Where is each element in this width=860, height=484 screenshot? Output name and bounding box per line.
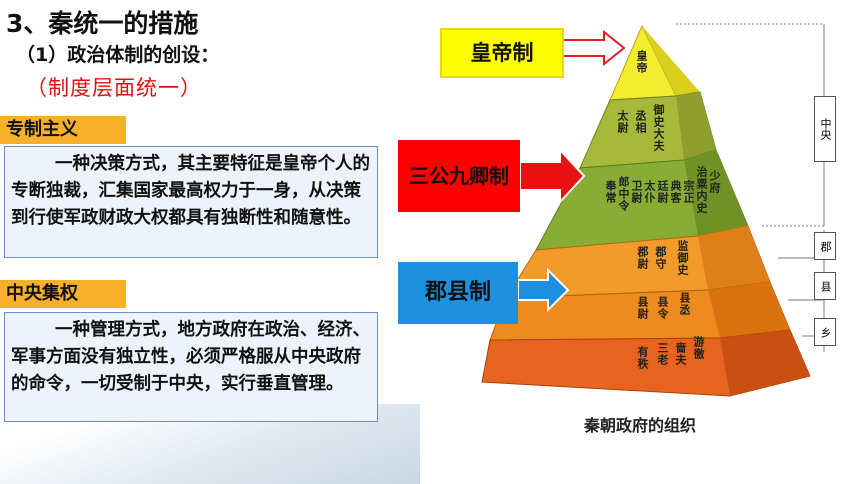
definition-centralization-text: 一种管理方式，地方政府在政治、经济、军事方面没有独立性，必须严格服从中央政府的命…: [11, 320, 370, 394]
callout-emperor: 皇帝制: [440, 28, 564, 78]
tier-label-yushidafu: 御史大夫: [652, 104, 665, 152]
tier-label-taiwei: 太尉: [616, 110, 629, 134]
tier-label-shaofu: 少府: [708, 170, 721, 194]
tag-autocracy: 专制主义: [0, 116, 126, 144]
definition-autocracy: 一种决策方式，其主要特征是皇帝个人的专断独裁，汇集国家最高权力于一身，从决策到行…: [4, 146, 378, 258]
pyramid-tier-gongs-side: [676, 92, 716, 160]
tier-label-xianwei: 县尉: [636, 296, 649, 320]
tier-label-junshou: 郡守: [654, 246, 667, 270]
tier-label-youjiao: 游徼: [692, 336, 705, 360]
definition-centralization: 一种管理方式，地方政府在政治、经济、军事方面没有独立性，必须严格服从中央政府的命…: [4, 312, 378, 422]
tier-label-emperor: 皇帝: [635, 50, 648, 74]
tag-centralization: 中央集权: [0, 280, 126, 308]
tier-label-junwei: 郡尉: [636, 246, 649, 270]
callout-three-nine: 三公九卿制: [398, 140, 520, 212]
tier-label-youzhi: 有秩: [636, 346, 649, 370]
arrow-emperor: [559, 29, 626, 67]
pyramid-tier-commandery-side: [698, 226, 770, 290]
tier-label-fengchang: 奉常: [604, 180, 617, 204]
pyramid-tier-county-side: [708, 282, 790, 338]
tier-label-dianke: 典客: [669, 180, 682, 204]
tier-label-weiwei: 卫尉: [630, 180, 643, 204]
tier-label-xiancheng: 县丞: [678, 292, 691, 316]
side-label-county: 县: [814, 272, 836, 300]
page-subtitle: （1）政治体制的创设：: [16, 44, 220, 66]
tier-label-taipu: 太仆: [643, 180, 656, 204]
definition-autocracy-text: 一种决策方式，其主要特征是皇帝个人的专断独裁，汇集国家最高权力于一身，从决策到行…: [11, 154, 370, 228]
pyramid-tier-qing-side: [684, 150, 748, 236]
pyramid-caption: 秦朝政府的组织: [584, 416, 697, 435]
arrow-three-nine: [519, 147, 586, 205]
pyramid-tier-emperor-side: [642, 26, 700, 96]
pyramid-diagram: [481, 23, 825, 397]
tier-label-chengxiang: 丞相: [634, 110, 647, 134]
tier-label-langzhongling: 郎中令: [617, 176, 630, 212]
tier-label-sanlao: 三老: [656, 342, 669, 366]
side-label-central: 中央: [814, 96, 836, 162]
tier-label-jianyushi: 监御史: [676, 240, 689, 276]
side-label-township: 乡: [814, 318, 836, 346]
tier-label-xianling: 县令: [656, 296, 669, 320]
callout-commandery: 郡县制: [398, 262, 518, 324]
side-label-commandery: 郡: [814, 232, 836, 260]
tier-label-tingwei: 廷尉: [656, 180, 669, 204]
arrow-commandery: [517, 267, 570, 313]
page-title: 3、秦统一的措施: [6, 9, 199, 38]
tier-label-zhisuneishi: 治粟内史: [695, 166, 708, 214]
red-note: （制度层面统一）: [26, 76, 202, 100]
pyramid-tier-township-side: [720, 330, 810, 396]
tier-label-sefu: 啬夫: [674, 342, 687, 366]
tier-label-zongzheng: 宗正: [682, 180, 695, 204]
